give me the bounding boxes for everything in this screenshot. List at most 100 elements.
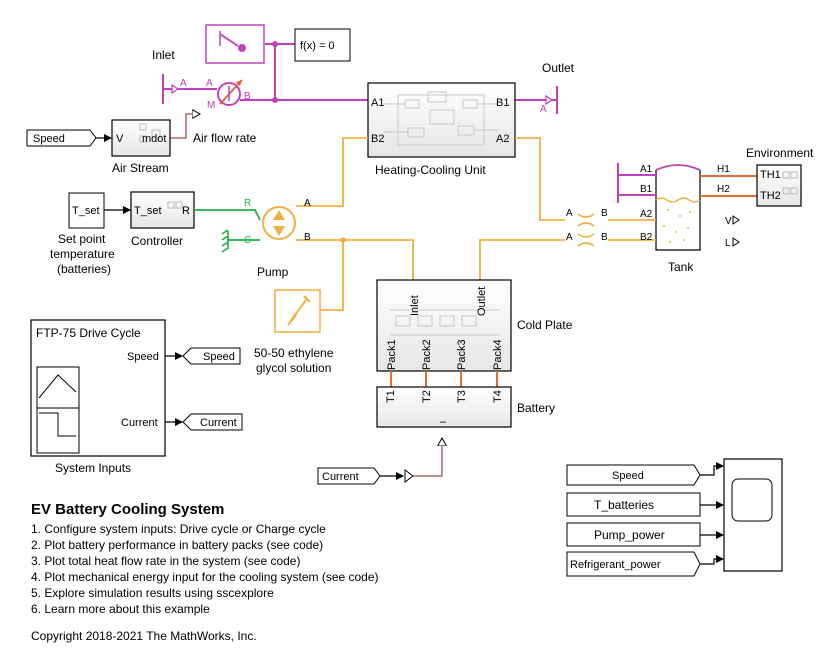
outlet-label: Outlet [542,61,575,75]
hcu-port-a2: A2 [496,133,509,145]
pump-port-r: R [244,198,251,209]
battery-block[interactable]: T1 T2 T3 T4 – [376,386,512,428]
hcu-port-b1: B1 [496,97,509,109]
environment-block[interactable]: TH1 TH2 [756,164,802,207]
fan-port-a-label: A [206,78,213,89]
tank-port-l: L [725,238,731,249]
cold-plate-label: Cold Plate [517,318,573,332]
cold-plate-port-inlet: Inlet [409,295,421,316]
system-inputs-port-current: Current [121,417,158,429]
t-batteries-tag-label: T_batteries [594,498,654,512]
solver-configuration-block[interactable]: f(x) = 0 [294,28,351,62]
scope-block[interactable] [723,458,783,572]
outlet-reservoir[interactable] [545,86,558,114]
outlet-port-a-label: A [540,104,547,115]
note-step-4[interactable]: 4. Plot mechanical energy input for the … [31,570,379,584]
note-step-2[interactable]: 2. Plot battery performance in battery p… [31,538,324,552]
pipe-lower-port-b: B [601,232,608,243]
refrigerant-power-tag[interactable]: Refrigerant_power [566,551,701,577]
pipe-upper-port-b: B [601,208,608,219]
tank-block[interactable]: A1 B1 A2 B2 H1 H2 V L [617,163,740,251]
copyright: Copyright 2018-2021 The MathWorks, Inc. [31,629,257,643]
inlet-port-a-label: A [180,78,187,89]
set-point-label-1: Set point [58,232,106,246]
t-set-constant-label: T_set [72,205,100,217]
junction-dot [340,237,346,243]
tank-port-h2: H2 [717,184,730,195]
pump-block[interactable]: R C A B [244,198,311,246]
controller-label: Controller [131,234,183,248]
system-inputs-block[interactable]: FTP-75 Drive Cycle Speed Current [30,319,166,457]
cold-plate-port-pack2: Pack2 [421,339,433,370]
speed-from-tag[interactable]: Speed [26,129,97,147]
note-step-6[interactable]: 6. Learn more about this example [31,602,210,616]
tank-port-h1: H1 [717,164,730,175]
tank-port-b1: B1 [640,184,653,195]
pipe-upper-port-a: A [566,208,573,219]
t-set-constant[interactable]: T_set [68,192,105,229]
pipe-lower[interactable]: A B [566,232,608,247]
heating-cooling-unit-label: Heating-Cooling Unit [375,163,486,177]
glycol-properties-block[interactable] [274,289,321,333]
battery-port-minus: – [440,416,447,428]
set-point-label-3: (batteries) [57,262,111,276]
tank-port-a1: A1 [640,164,653,175]
air-stream-label: Air Stream [112,161,169,175]
speed-from-tag-label: Speed [33,133,65,145]
physical-current-line [413,438,442,477]
control-lines [194,209,261,241]
note-step-3[interactable]: 3. Plot total heat flow rate in the syst… [31,554,301,568]
t-batteries-tag[interactable]: T_batteries [566,492,701,517]
pipe-upper[interactable]: A B [566,208,608,227]
refrigerant-power-tag-label: Refrigerant_power [570,559,661,571]
cold-plate-port-pack4: Pack4 [492,339,504,370]
mdot-signal-line [170,114,200,139]
heating-cooling-unit-block[interactable]: A1 B2 B1 A2 [367,82,516,158]
battery-label: Battery [517,401,555,415]
air-flow-rate-source[interactable] [217,79,243,106]
hcu-port-a1: A1 [371,97,384,109]
junction-dot [272,41,278,47]
pump-power-tag-label: Pump_power [594,528,665,542]
cold-plate-block[interactable]: Inlet Outlet Pack1 Pack2 Pack3 Pack4 [376,279,512,372]
current-goto-tag-label: Current [200,417,237,429]
cold-plate-port-pack1: Pack1 [386,339,398,370]
speed-scope-tag-label: Speed [612,470,644,482]
inlet-label: Inlet [152,48,175,62]
inlet-reservoir[interactable] [162,74,180,104]
thermal-lines-packs [390,371,498,387]
cold-plate-port-outlet: Outlet [476,287,488,316]
air-stream-block[interactable]: V mdot [111,119,171,157]
hcu-port-b2: B2 [371,133,384,145]
drive-cycle-title: FTP-75 Drive Cycle [36,326,141,340]
controller-block[interactable]: T_set R [130,191,195,229]
current-from-tag-label: Current [322,471,359,483]
environment-label: Environment [746,146,814,160]
controller-port-r: R [182,205,190,217]
glycol-label-2: glycol solution [256,361,331,375]
note-step-5[interactable]: 5. Explore simulation results using ssce… [31,586,274,600]
solver-configuration-label: f(x) = 0 [300,40,335,52]
pump-label: Pump [257,265,289,279]
ps-converter[interactable] [404,469,414,483]
tank-label: Tank [668,260,694,274]
battery-port-t4: T4 [492,390,504,403]
scope-signal-lines [700,462,724,565]
air-stream-port-mdot: mdot [142,133,166,145]
tank-port-b2: B2 [640,232,653,243]
glycol-label-1: 50-50 ethylene [254,346,334,360]
note-step-1[interactable]: 1. Configure system inputs: Drive cycle … [31,522,326,536]
system-inputs-port-speed: Speed [127,351,159,363]
battery-port-t2: T2 [421,390,433,403]
speed-goto-tag[interactable]: Speed [182,347,241,365]
speed-scope-tag[interactable]: Speed [566,464,701,486]
fan-port-b-label: B [244,91,251,102]
pump-power-tag[interactable]: Pump_power [566,522,701,547]
current-goto-tag[interactable]: Current [182,413,243,431]
air-sensor-block[interactable] [205,24,265,64]
current-from-tag[interactable]: Current [317,467,381,485]
fan-port-m-label: M [207,100,215,111]
cold-plate-port-pack3: Pack3 [456,339,468,370]
pipe-lower-port-a: A [566,232,573,243]
